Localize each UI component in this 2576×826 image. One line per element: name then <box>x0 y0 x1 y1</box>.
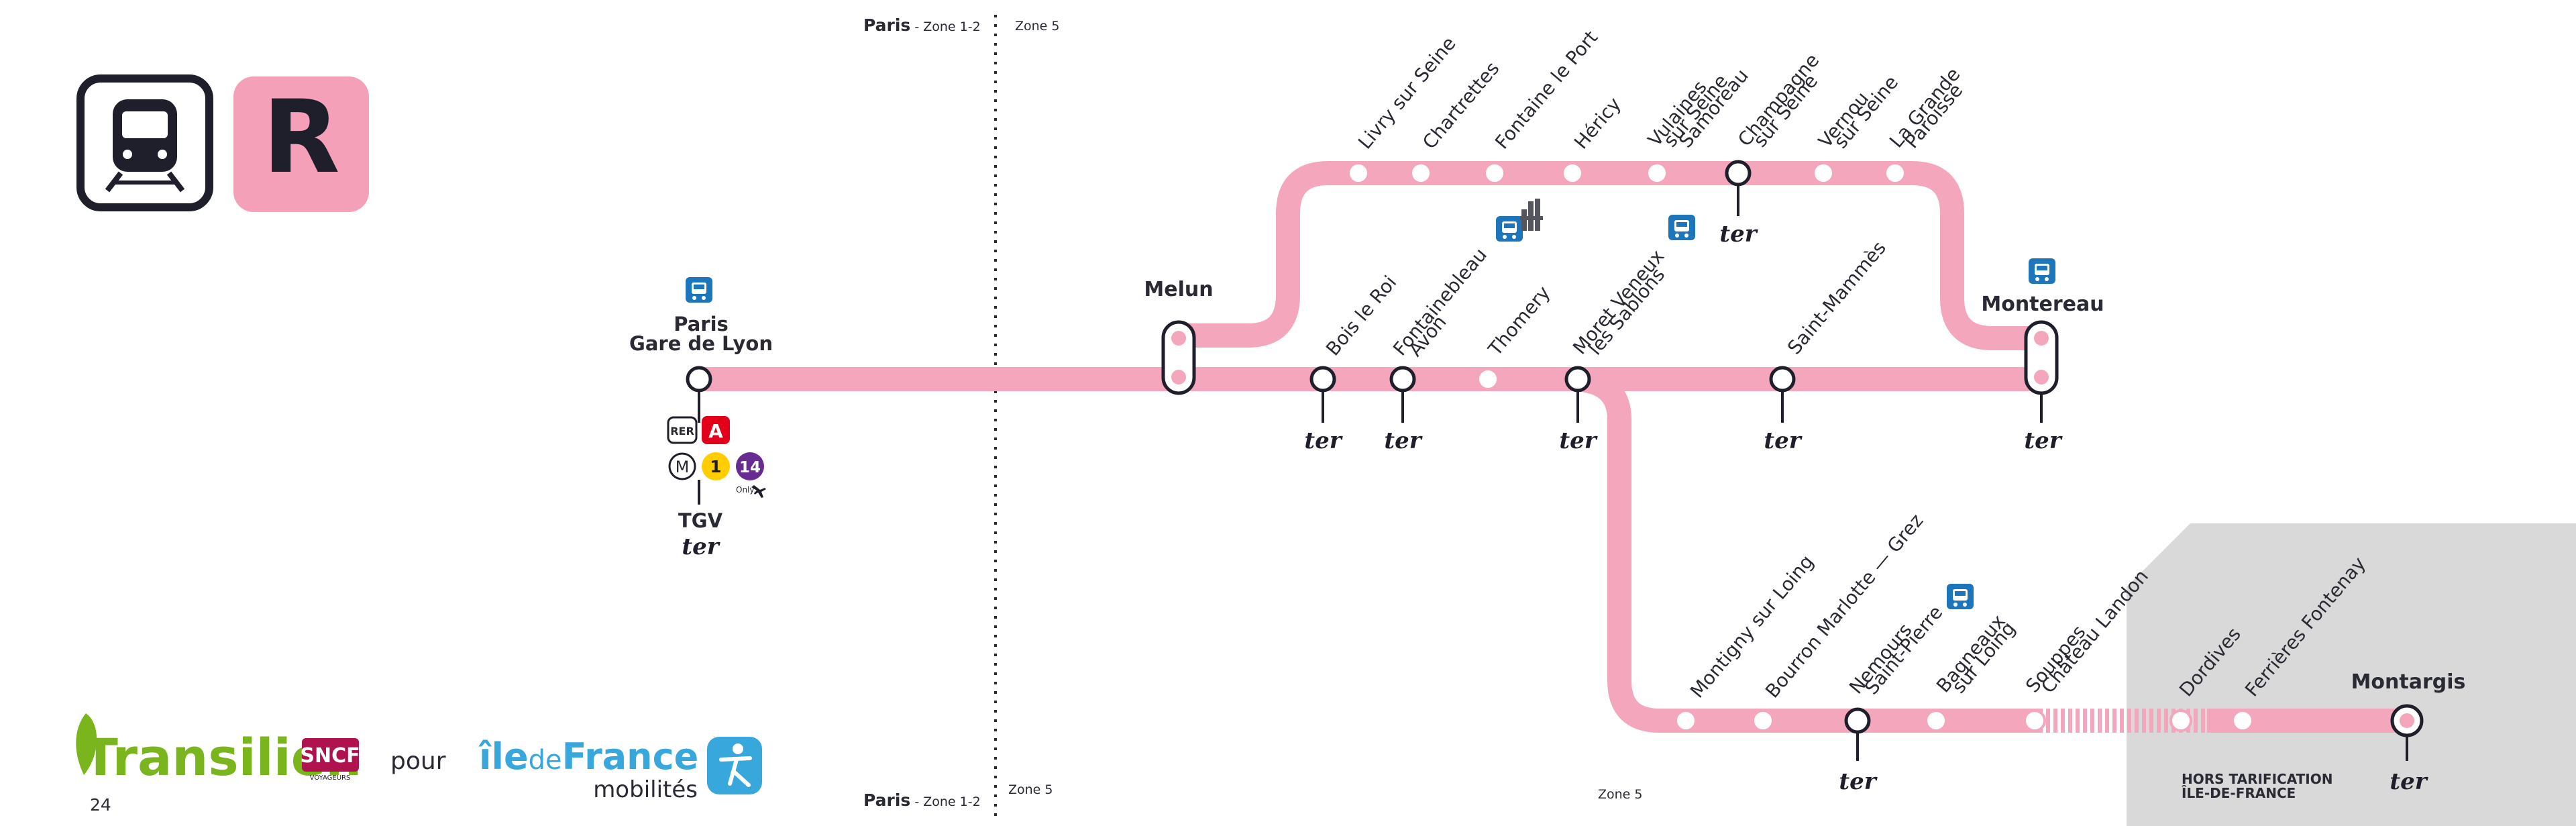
svg-text:M: M <box>676 458 690 476</box>
rer-a-badge: RER A <box>667 416 730 444</box>
ile-de-france-mobilites-logo: îledeFrance mobilités <box>478 735 762 803</box>
svg-text:Gare de Lyon: Gare de Lyon <box>629 332 773 355</box>
svg-text:SNCF: SNCF <box>300 744 360 768</box>
page-number: 24 <box>90 795 111 815</box>
ter-label-champagne: ter <box>1719 221 1758 248</box>
bus-icon <box>686 277 712 303</box>
svg-text:VOYAGEURS: VOYAGEURS <box>310 774 351 782</box>
zone-5-label-middle: Zone 5 <box>1598 787 1643 802</box>
track-south-branch <box>1569 367 2043 733</box>
zone-5-label-bottom: Zone 5 <box>1008 782 1053 797</box>
svg-text:îledeFrance: îledeFrance <box>478 735 698 778</box>
svg-text:Only: Only <box>736 485 755 495</box>
zone-paris-label-top: Paris- Zone 1-2 <box>863 15 981 35</box>
station-melun[interactable]: Melun <box>1144 278 1214 395</box>
station-montereau[interactable]: Montereau <box>1981 293 2104 395</box>
bus-icon <box>1947 584 1974 609</box>
svg-text:A: A <box>708 420 723 442</box>
svg-text:Melun: Melun <box>1144 278 1213 301</box>
ter-label-bois-le-roi: ter <box>1304 427 1342 454</box>
svg-text:Héricy: Héricy <box>1570 93 1625 154</box>
svg-text:mobilités: mobilités <box>593 776 698 803</box>
svg-text:Bourron Marlotte — Grez: Bourron Marlotte — Grez <box>1761 509 1927 702</box>
svg-text:14: 14 <box>739 459 761 476</box>
svg-text:Montigny sur Loing: Montigny sur Loing <box>1686 551 1818 703</box>
svg-text:Thomery: Thomery <box>1483 282 1554 360</box>
metro-badges: M 1 14 Only <box>668 452 766 498</box>
sncf-logo: SNCF VOYAGEURS <box>300 738 360 782</box>
pour-text: pour <box>390 747 446 775</box>
leaf-icon <box>76 713 97 775</box>
station-paris-gare-de-lyon[interactable]: Paris Gare de Lyon <box>629 313 773 393</box>
station-montigny-sur-loing[interactable]: Montigny sur Loing <box>1674 551 1818 732</box>
zone-5-label-top: Zone 5 <box>1015 19 1060 34</box>
svg-text:R: R <box>262 79 340 196</box>
line-tracks <box>699 161 2408 733</box>
svg-text:Moret Veneux: Moret Veneux <box>1568 246 1668 359</box>
bus-icon <box>1496 216 1523 242</box>
svg-text:Fontainebleau: Fontainebleau <box>1389 244 1491 360</box>
train-icon <box>76 74 213 211</box>
ter-label-saint-mammes: ter <box>1764 427 1802 454</box>
svg-text:Montereau: Montereau <box>1981 293 2104 316</box>
ter-label-montereau: ter <box>2024 427 2062 454</box>
svg-text:RER: RER <box>670 425 694 437</box>
castle-icon <box>1520 199 1543 231</box>
station-fontaine-le-port[interactable]: Fontaine le Port <box>1483 26 1602 185</box>
hors-tarification-zone <box>2127 523 2576 826</box>
plane-icon <box>751 485 766 498</box>
zone-paris-label-bottom: Paris- Zone 1-2 <box>863 790 981 810</box>
station-bourron-marlotte-grez[interactable]: Bourron Marlotte — Grez <box>1752 509 1927 732</box>
hors-tarification-label: HORS TARIFICATION <box>2182 771 2332 787</box>
ter-label-paris: ter <box>682 533 720 560</box>
bus-icon <box>1668 215 1695 240</box>
svg-text:Paris: Paris <box>674 313 729 335</box>
ter-label-montargis: ter <box>2390 768 2428 795</box>
svg-text:Montargis: Montargis <box>2351 670 2466 694</box>
svg-text:Saint-Mammès: Saint-Mammès <box>1783 237 1890 358</box>
ter-label-fontainebleau: ter <box>1384 427 1422 454</box>
tgv-label: TGV <box>678 509 723 532</box>
station-livry-sur-seine[interactable]: Livry sur Seine <box>1347 32 1460 185</box>
hors-tarification-label-2: ÎLE-DE-FRANCE <box>2182 785 2296 801</box>
track-upper-branch <box>1179 161 2041 350</box>
station-montargis[interactable]: Montargis <box>2351 670 2466 737</box>
svg-text:1: 1 <box>710 457 721 476</box>
line-r-badge: R <box>233 76 369 212</box>
bus-icon <box>2029 258 2055 284</box>
ter-label-nemours: ter <box>1839 768 1877 795</box>
ter-label-moret: ter <box>1559 427 1597 454</box>
